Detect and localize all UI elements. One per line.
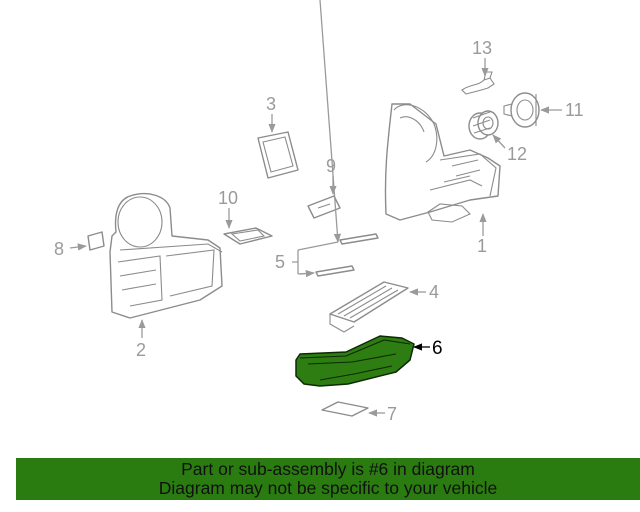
info-banner: Part or sub-assembly is #6 in diagram Di… — [16, 458, 640, 500]
callout-6: 6 — [432, 338, 443, 359]
part-9-filter-door[interactable]: 9 — [307, 156, 341, 219]
part-13-connector[interactable]: 13 — [461, 38, 495, 95]
banner-line-1: Part or sub-assembly is #6 in diagram — [181, 459, 475, 479]
callout-1: 1 — [477, 236, 487, 256]
callout-5: 5 — [275, 252, 285, 272]
part-12-blower-wheel[interactable]: 12 — [468, 110, 527, 164]
part-1-housing[interactable]: 1 — [384, 103, 501, 256]
callout-10: 10 — [218, 188, 238, 208]
part-6-lower-case[interactable]: 6 — [295, 335, 443, 387]
callout-7: 7 — [387, 404, 397, 424]
part-10-cover[interactable]: 10 — [218, 188, 273, 245]
part-3-filter[interactable]: 3 — [257, 94, 299, 179]
parts-diagram: 13 11 12 1 3 — [54, 0, 584, 424]
callout-4: 4 — [429, 282, 439, 302]
callout-8: 8 — [54, 239, 64, 259]
callout-13: 13 — [472, 38, 492, 58]
banner-line-2: Diagram may not be specific to your vehi… — [158, 478, 498, 498]
callout-3: 3 — [266, 94, 276, 114]
callout-11: 11 — [565, 100, 584, 120]
callout-9: 9 — [326, 156, 336, 176]
part-7-pad[interactable]: 7 — [321, 401, 397, 424]
callout-12: 12 — [507, 144, 527, 164]
callout-2: 2 — [136, 340, 146, 360]
part-8-actuator[interactable]: 8 — [54, 231, 105, 259]
part-5-seals[interactable]: 5 — [275, 0, 379, 278]
part-11-blower-motor[interactable]: 11 — [503, 92, 584, 128]
part-2-housing[interactable]: 2 — [109, 192, 223, 360]
part-4-evaporator[interactable]: 4 — [329, 281, 439, 333]
